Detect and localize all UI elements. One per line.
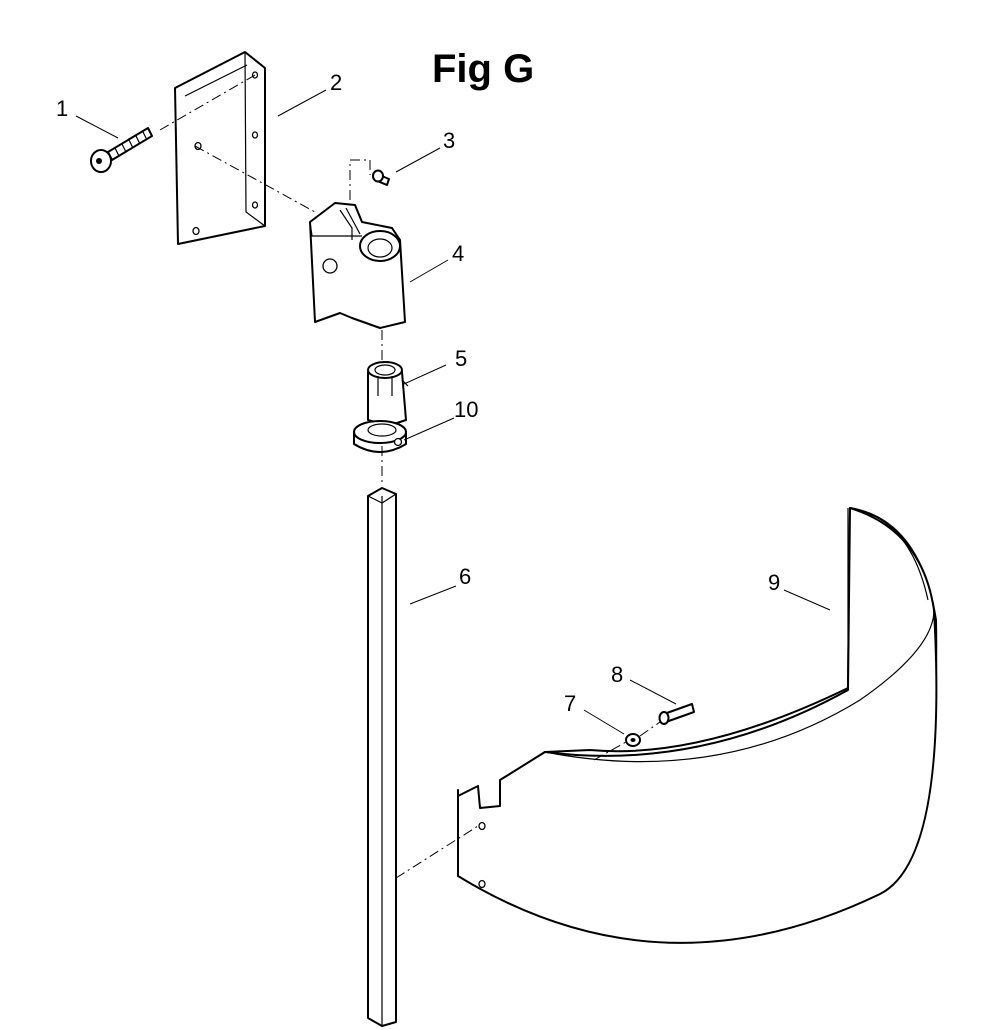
part-1-cap-screw xyxy=(90,127,153,173)
part-7-washer xyxy=(625,733,641,747)
callout-9: 9 xyxy=(768,570,780,595)
callout-10: 10 xyxy=(454,397,478,422)
callout-7: 7 xyxy=(564,691,576,716)
callout-3: 3 xyxy=(443,128,455,153)
part-2-bracket xyxy=(174,51,266,245)
callout-6: 6 xyxy=(459,564,471,589)
part-9-curved-guard xyxy=(457,507,938,944)
part-3-screw xyxy=(372,169,390,186)
leader-lines xyxy=(75,89,831,735)
part-5-collet xyxy=(367,361,409,427)
assembly-centerlines xyxy=(159,74,661,879)
part-10-collar xyxy=(353,420,407,453)
callout-2: 2 xyxy=(330,70,342,95)
part-4-post-holder xyxy=(309,202,406,329)
part-6-post xyxy=(367,487,397,1027)
callout-5: 5 xyxy=(455,346,467,371)
callout-1: 1 xyxy=(56,96,68,121)
callout-4: 4 xyxy=(452,241,464,266)
figure-title: Fig G xyxy=(432,47,534,91)
part-8-screw xyxy=(658,703,695,725)
callout-8: 8 xyxy=(611,662,623,687)
